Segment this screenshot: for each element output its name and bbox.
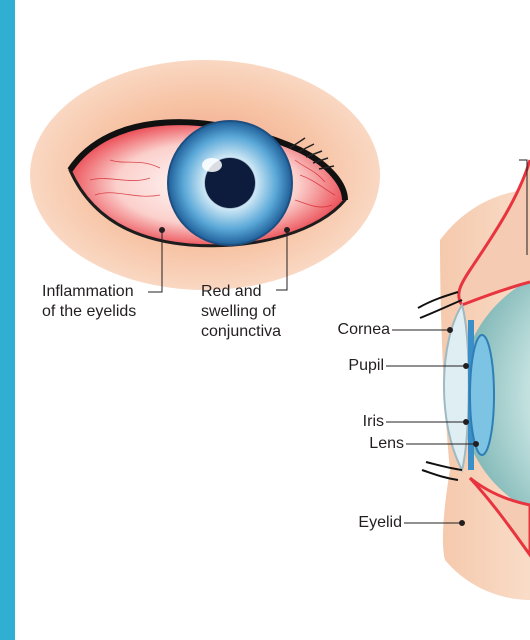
upper-eyelid <box>457 159 530 307</box>
front-eye <box>30 60 380 290</box>
eyelashes <box>289 137 335 170</box>
label-inflammation-line1: Inflammation <box>42 283 134 300</box>
leader-lines <box>148 159 528 526</box>
label-iris: Iris <box>362 413 384 430</box>
label-red-line2: swelling of <box>201 303 276 320</box>
eye-highlight <box>202 158 222 172</box>
blood-vessels <box>89 159 336 208</box>
lens-shape <box>469 334 495 456</box>
lower-eyelid <box>468 476 530 558</box>
label-red-line3: conjunctiva <box>201 323 282 340</box>
side-accent-bar <box>0 0 15 640</box>
label-pupil: Pupil <box>348 357 384 374</box>
side-eyelashes <box>417 291 463 481</box>
label-eyelid: Eyelid <box>358 514 402 531</box>
label-inflammation-line2: of the eyelids <box>42 303 137 320</box>
label-inflammation: Inflammation of the eyelids <box>42 282 136 322</box>
cross-section-eye <box>417 159 530 600</box>
label-cornea: Cornea <box>337 321 390 338</box>
label-red-swelling: Red and swelling of conjunctiva <box>201 282 281 342</box>
label-lens: Lens <box>369 435 404 452</box>
label-red-line1: Red and <box>201 283 262 300</box>
